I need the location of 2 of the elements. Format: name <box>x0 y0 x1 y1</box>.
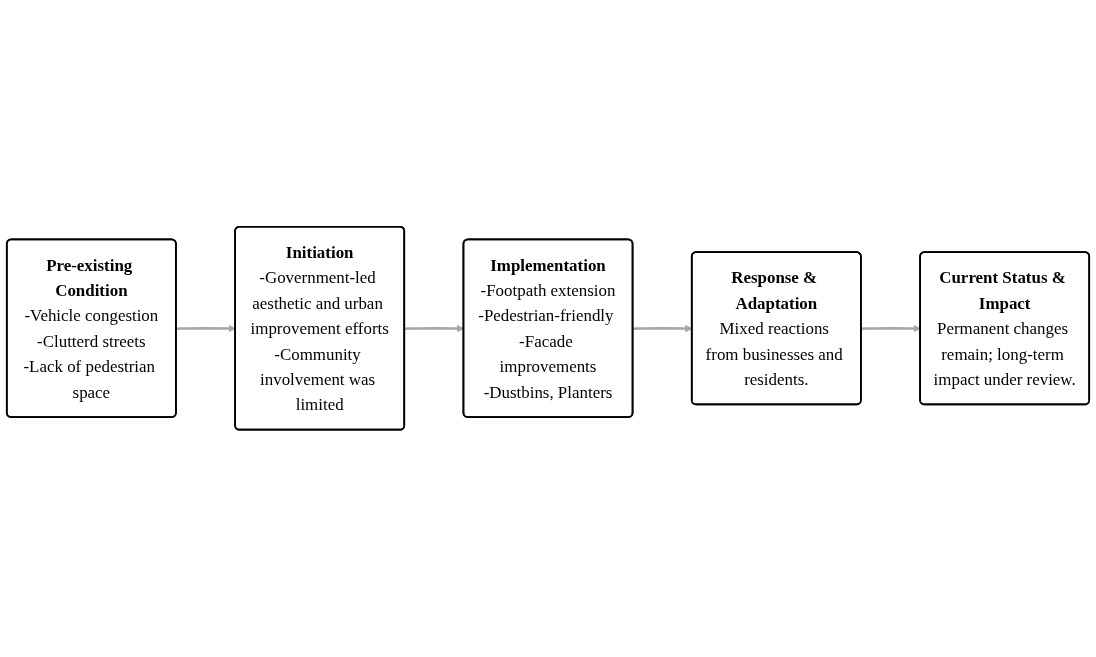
arrow <box>861 325 921 333</box>
arrow <box>176 325 236 333</box>
